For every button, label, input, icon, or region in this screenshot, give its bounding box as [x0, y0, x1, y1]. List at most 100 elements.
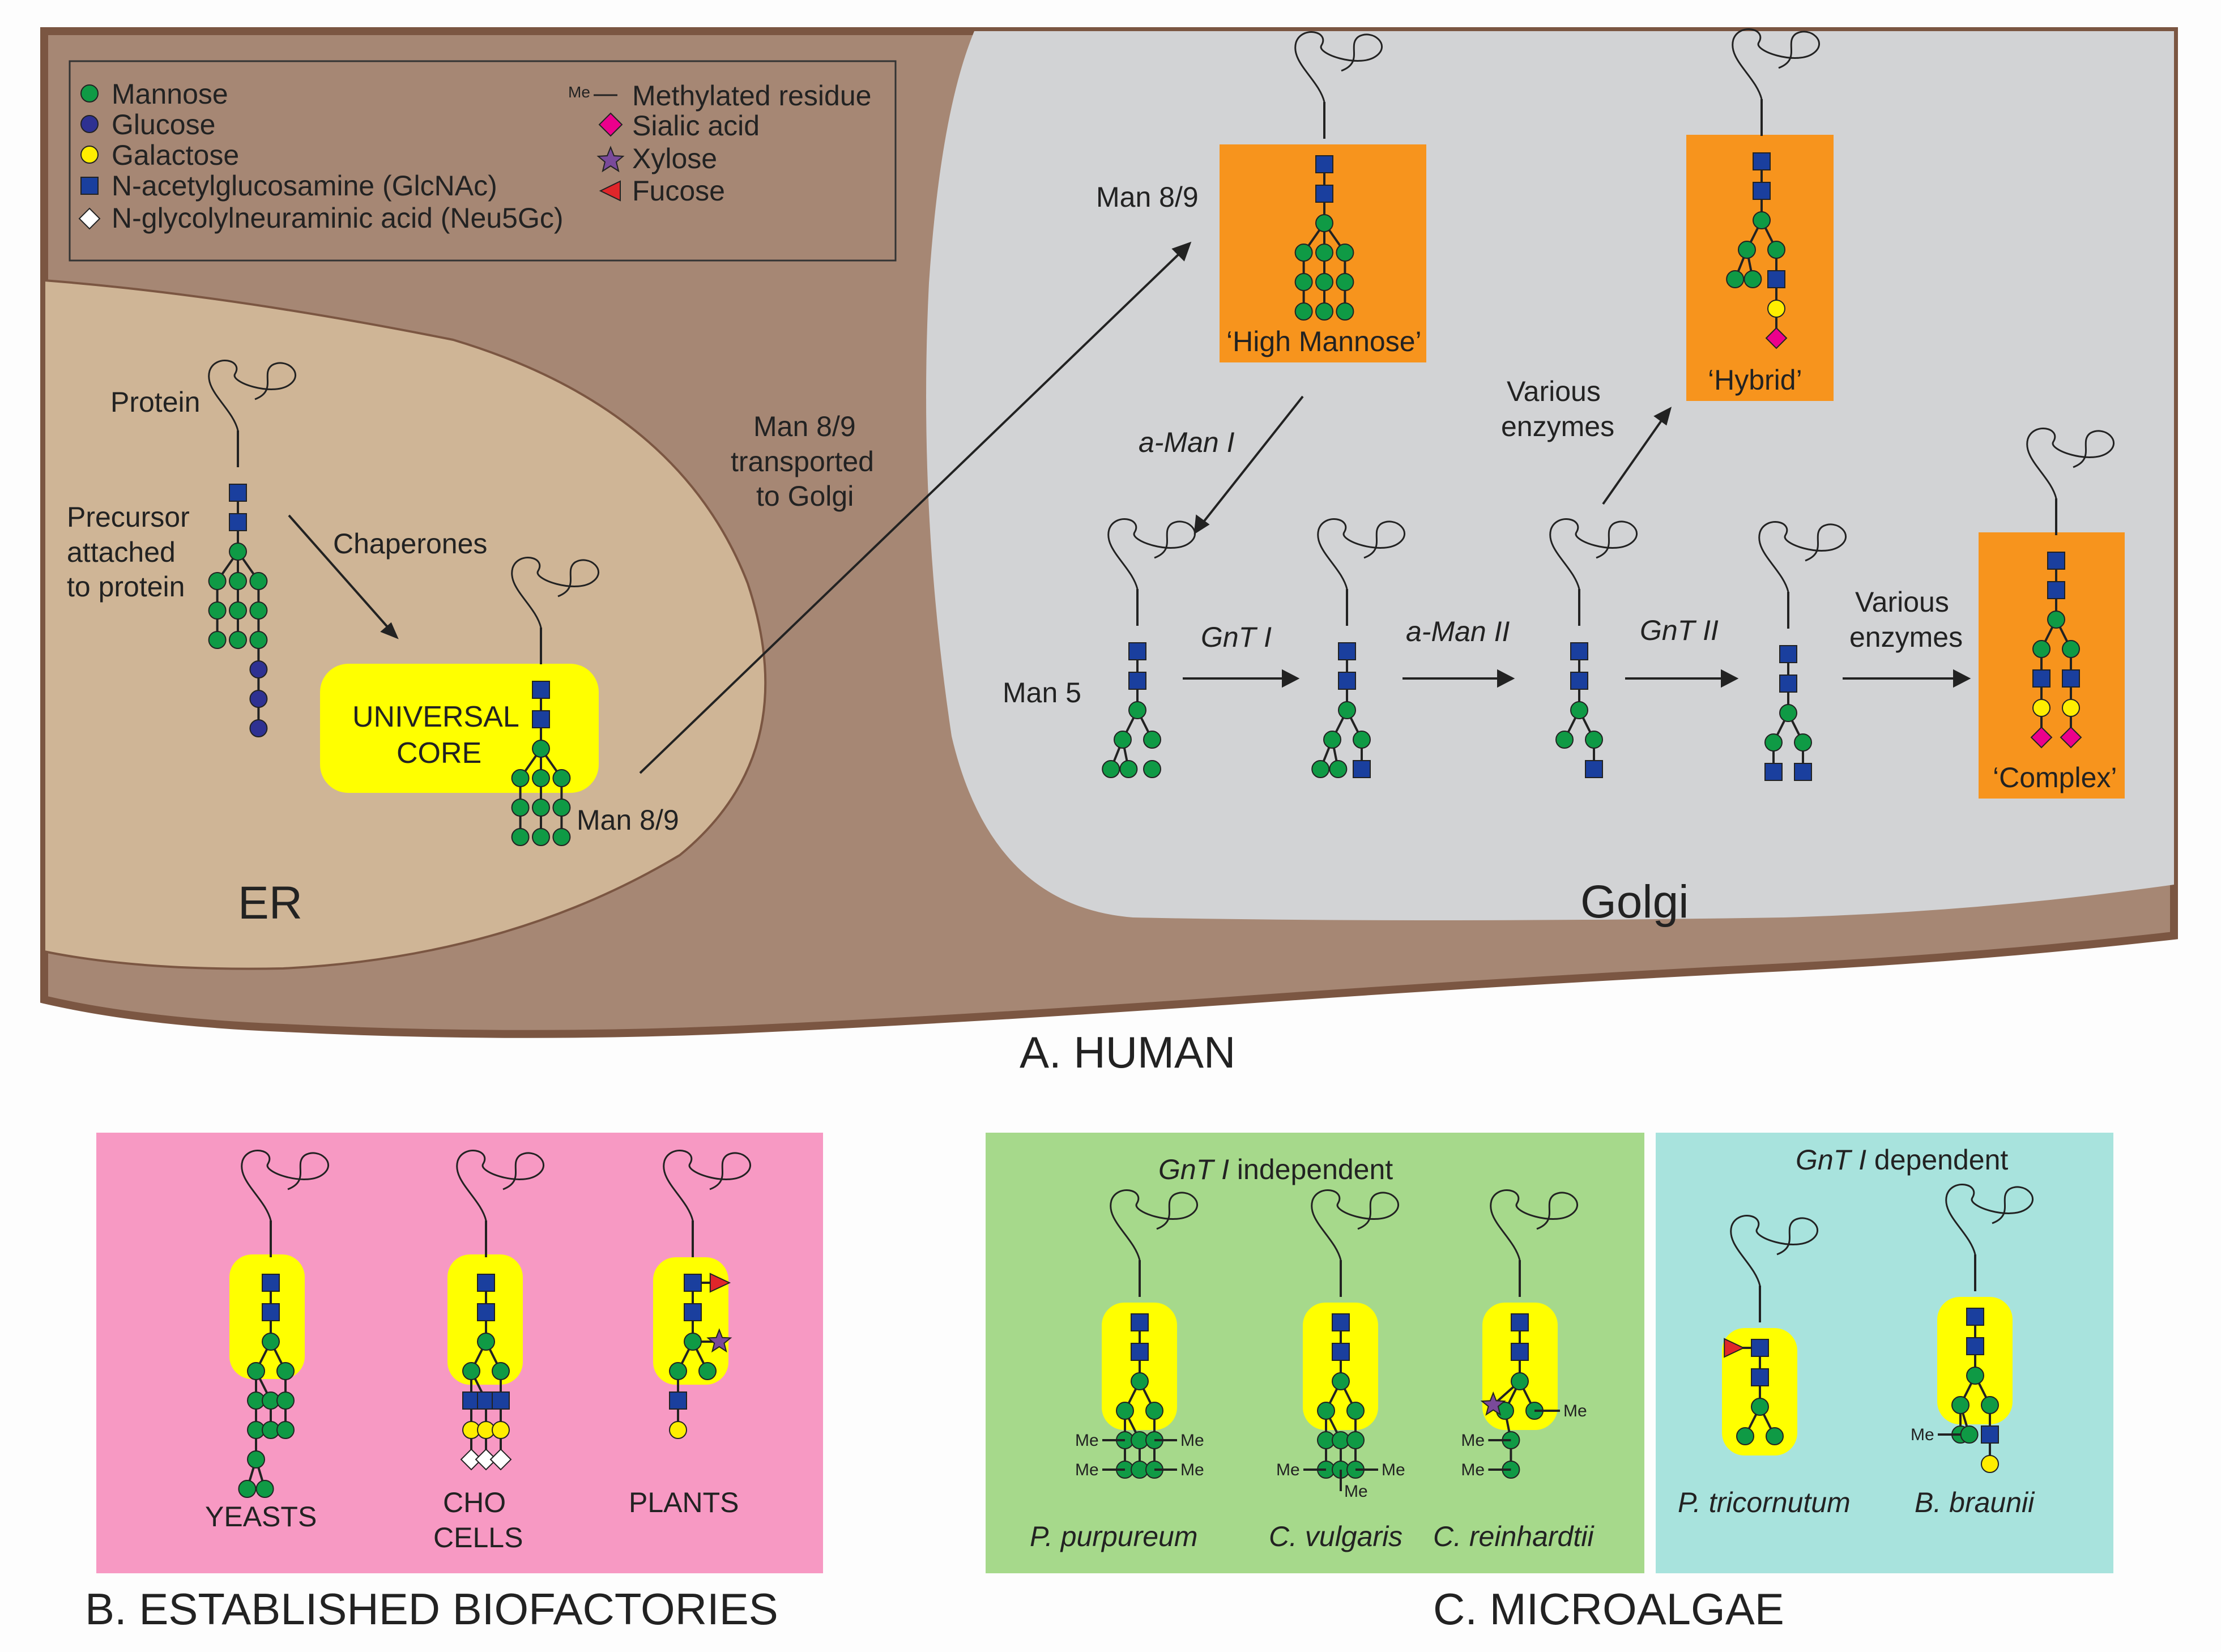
mannose-residue [1511, 1372, 1529, 1390]
glucose-residue [249, 660, 268, 678]
mannose-residue [208, 631, 227, 649]
mannose-residue [532, 740, 550, 758]
legend-galactose-label: Galactose [112, 139, 239, 171]
glucose-residue [249, 690, 268, 708]
mannose-residue [249, 601, 268, 620]
methyl-tag: Me [1180, 1461, 1204, 1479]
mannose-residue [1336, 302, 1354, 321]
glcnac-residue [1570, 672, 1588, 690]
glcnac-residue [1751, 1339, 1769, 1357]
legend-neu5gc-label: N-glycolylneuraminic acid (Neu5Gc) [112, 202, 564, 234]
yeasts-label: YEASTS [205, 1501, 317, 1533]
glcnac-residue [229, 513, 247, 531]
chaperones-label: Chaperones [333, 528, 487, 560]
mannose-residue [1128, 701, 1146, 719]
mannose-residue [1346, 1402, 1365, 1420]
protein-backbone [1294, 31, 1383, 103]
glcnac-residue [1332, 1343, 1350, 1361]
methyl-tag: Me [1075, 1461, 1099, 1479]
glcnac-residue [1128, 642, 1146, 660]
mannose-residue [1131, 1372, 1149, 1390]
glcnac-residue [1128, 672, 1146, 690]
mannose-residue [1555, 731, 1574, 749]
legend-fucose-symbol [599, 180, 621, 202]
various-enzymes-lower-2: enzymes [1849, 621, 1963, 653]
mannose-residue [511, 799, 530, 817]
mannose-residue [684, 1333, 702, 1351]
protein-backbone [241, 1150, 330, 1221]
mannose-residue [229, 631, 247, 649]
glcnac-residue [1315, 155, 1333, 173]
mannose-residue [1315, 302, 1333, 321]
mannose-residue [1736, 1427, 1754, 1445]
mannose-residue [1743, 270, 1762, 288]
mannose-residue [1294, 244, 1313, 262]
mannose-residue [229, 572, 247, 590]
glcnac-residue [1338, 672, 1356, 690]
mannose-residue [1981, 1396, 1999, 1414]
mannose-residue [1317, 1402, 1335, 1420]
panel-c-caption: C. MICROALGAE [1433, 1584, 1784, 1634]
fucose-residue [1724, 1338, 1745, 1358]
various-enzymes-lower-1: Various [1855, 586, 1949, 618]
mannose-residue [698, 1362, 717, 1380]
legend-box [69, 60, 897, 262]
glcnac-residue [229, 484, 247, 502]
glcnac-residue [1794, 763, 1812, 781]
mannose-residue [249, 572, 268, 590]
mannose-residue [1143, 731, 1161, 749]
neu5gc-residue [475, 1448, 497, 1471]
galactose-residue [492, 1421, 510, 1439]
mannose-residue [477, 1333, 495, 1351]
glcnac-residue [1751, 1368, 1769, 1386]
legend-symbols [78, 84, 625, 230]
glcnac-residue [1981, 1425, 1999, 1444]
mannose-residue [1114, 731, 1132, 749]
species-reinhardtii: C. reinhardtii [1433, 1521, 1595, 1552]
glcnac-residue [1332, 1313, 1350, 1331]
mannose-residue [1102, 760, 1120, 778]
gnt-independent-enzyme: GnT I [1158, 1154, 1229, 1185]
gnt-dependent-word: dependent [1866, 1144, 2008, 1176]
protein-backbone [1311, 1189, 1400, 1261]
mannose-residue [1329, 760, 1348, 778]
glcnac-residue [1767, 270, 1785, 288]
glcnac-residue [1753, 152, 1771, 170]
mannose-residue [1585, 731, 1603, 749]
protein-backbone [456, 1150, 545, 1221]
mannose-residue [552, 799, 571, 817]
glcnac-residue [1353, 760, 1371, 778]
mannose-residue [1346, 1431, 1365, 1449]
glcnac-residue [1511, 1343, 1529, 1361]
glcnac-residue [1764, 763, 1783, 781]
legend-glucose-symbol [80, 115, 99, 133]
mannose-residue [1294, 273, 1313, 291]
mannose-residue [511, 828, 530, 846]
panel-a-labels: Protein Precursor attached to protein Ch… [67, 181, 2117, 1077]
gnt-i-label: GnT I [1201, 621, 1272, 653]
methyl-tag: Me [1461, 1431, 1485, 1450]
mannose-residue [1143, 760, 1161, 778]
hybrid-box [1686, 135, 1834, 401]
mannose-residue [1323, 731, 1341, 749]
species-vulgaris: C. vulgaris [1269, 1521, 1402, 1552]
glcnac-residue [1131, 1343, 1149, 1361]
mannose-residue [1753, 211, 1771, 229]
mannose-residue [1570, 701, 1588, 719]
protein-backbone [663, 1150, 752, 1221]
mannose-residue [1332, 1372, 1350, 1390]
protein-backbone [1317, 518, 1406, 590]
legend-me-tag: Me [568, 83, 590, 101]
protein-backbone [1758, 521, 1847, 592]
mannose-residue [1294, 302, 1313, 321]
gnt-dependent-enzyme: GnT I [1796, 1144, 1866, 1176]
mannose-residue [208, 601, 227, 620]
legend-sialic-label: Sialic acid [632, 110, 760, 142]
glcnac-residue [532, 710, 550, 728]
glcnac-residue [477, 1274, 495, 1292]
mannose-residue [1315, 214, 1333, 232]
legend-labels: Mannose Glucose Galactose N-acetylglucos… [112, 78, 871, 234]
glcnac-residue [1315, 185, 1333, 203]
mannose-residue [255, 1480, 274, 1498]
protein-backbone [208, 360, 297, 431]
